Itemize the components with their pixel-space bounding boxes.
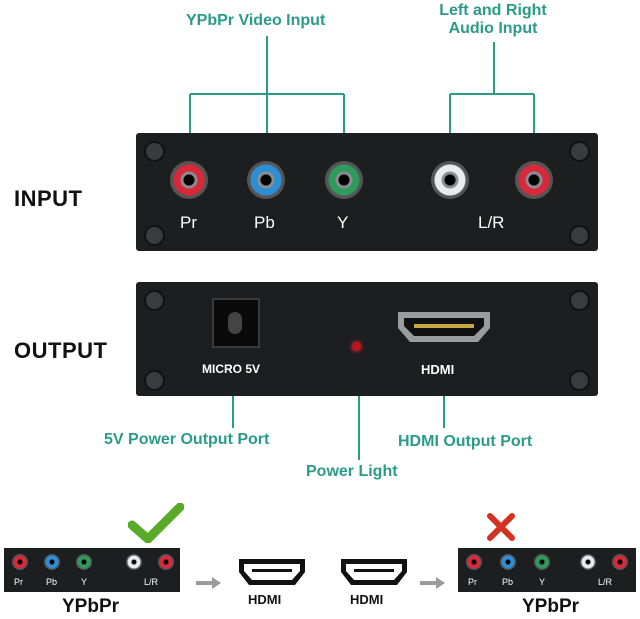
hdmi-caption-right: HDMI [350,592,384,607]
power-light-callout: Power Light [306,463,398,480]
mini-label-pr: Pr [14,577,23,587]
mini-panel-left: Pr Pb Y L/R [4,548,180,592]
mini-label-lr: L/R [598,577,613,587]
power-port-callout: 5V Power Output Port [104,431,270,448]
hdmi-port-icon [398,312,490,342]
arrow-right-icon [196,577,221,589]
power-led [352,342,361,351]
screw-icon [569,370,590,391]
input-panel: Pr Pb Y L/R [136,133,598,251]
hdmi-connector-icon [239,559,305,585]
mini-jack-y [534,554,550,570]
jack-label-lr: L/R [478,213,505,232]
screw-icon [144,141,165,162]
hdmi-caption-left: HDMI [248,592,282,607]
mini-label-pb: Pb [502,577,514,587]
check-icon [128,503,184,543]
screw-icon [144,290,165,311]
jack-pr [170,161,208,199]
arrow-right-icon [420,577,445,589]
mini-panel-right: Pr Pb Y L/R [458,548,636,592]
audio-input-line2: Audio Input [448,20,538,37]
video-input-callout: YPbPr Video Input [186,12,326,29]
mini-jack-pr [466,554,482,570]
output-panel: MICRO 5V HDMI [136,282,598,396]
screw-icon [569,141,590,162]
mini-label-pb: Pb [46,577,58,587]
input-label: INPUT [14,186,83,211]
mini-jack-pb [500,554,516,570]
jack-label-pb: Pb [254,213,275,232]
ypbpr-caption-left: YPbPr [62,596,120,617]
mini-jack-l [126,554,142,570]
mini-label-y: Y [539,577,546,587]
hdmi-connector-icon [341,559,407,585]
mini-label-lr: L/R [144,577,159,587]
cross-icon [487,513,515,541]
power-jack-icon [212,298,260,348]
mini-jack-r [158,554,174,570]
mini-jack-r [612,554,628,570]
mini-label-y: Y [81,577,88,587]
jack-l [431,161,469,199]
output-label: OUTPUT [14,338,108,363]
mini-jack-y [76,554,92,570]
screw-icon [569,290,590,311]
ypbpr-caption-right: YPbPr [522,596,580,617]
mini-jack-pr [12,554,28,570]
audio-input-line1: Left and Right [439,2,547,19]
jack-label-pr: Pr [180,213,197,232]
power-jack-pin [228,312,242,334]
audio-input-callout: Left and Right Audio Input [428,2,558,38]
jack-label-y: Y [337,213,349,232]
screw-icon [569,225,590,246]
mini-label-pr: Pr [468,577,477,587]
screw-icon [144,225,165,246]
jack-pb [247,161,285,199]
screw-icon [144,370,165,391]
mini-jack-l [580,554,596,570]
jack-r [515,161,553,199]
hdmi-port-callout: HDMI Output Port [398,433,533,450]
micro-5v-label: MICRO 5V [202,362,261,376]
hdmi-panel-label: HDMI [421,362,455,377]
jack-y [325,161,363,199]
mini-jack-pb [44,554,60,570]
